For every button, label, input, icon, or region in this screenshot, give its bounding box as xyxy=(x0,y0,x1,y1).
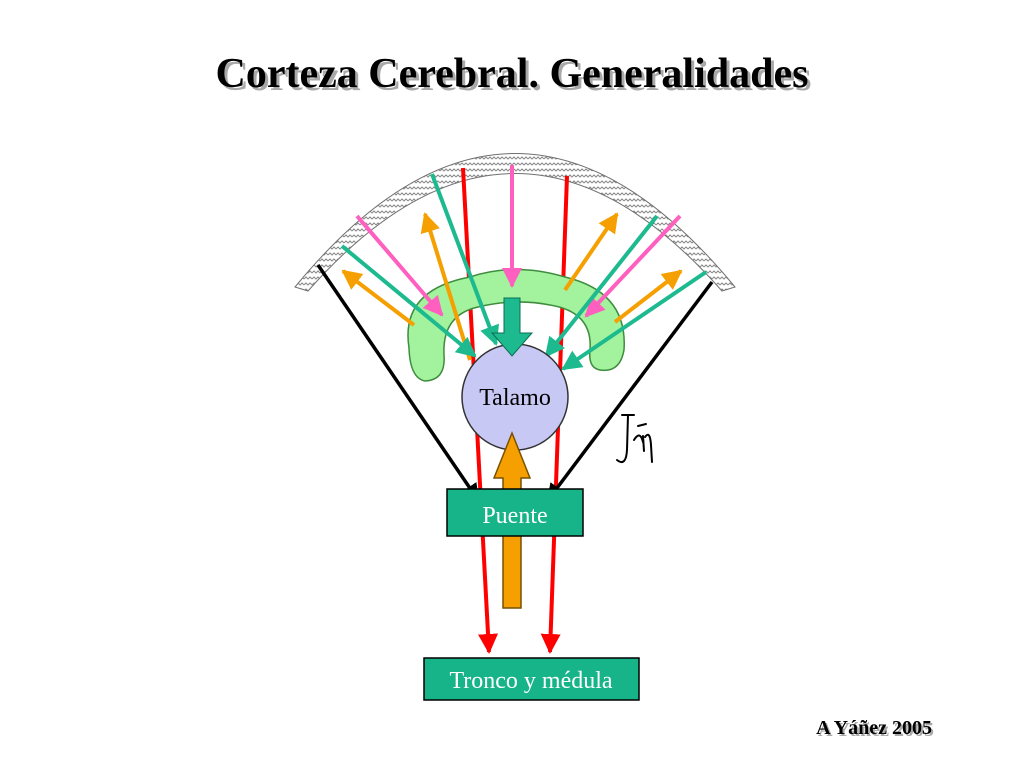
cortex-band xyxy=(294,153,736,292)
author-credit: A Yáñez 2005 xyxy=(816,717,932,739)
puente-label: Puente xyxy=(482,503,547,529)
signature-icon xyxy=(616,414,653,463)
pink-corticothalamic-fibers xyxy=(355,165,682,318)
orange-thalamocortical-fibers xyxy=(341,212,683,361)
talamo-node: Talamo xyxy=(461,343,569,451)
teal-corticothalamic-fibers xyxy=(340,173,708,371)
tronco-label: Tronco y médula xyxy=(449,668,612,694)
teal-block-arrow xyxy=(490,297,534,357)
talamo-label: Talamo xyxy=(479,385,551,411)
slide-title: Corteza Cerebral. Generalidades xyxy=(215,51,809,97)
tronco-node: Tronco y médula xyxy=(423,657,640,701)
puente-node: Puente xyxy=(446,488,584,537)
black-corticopontine-fibers xyxy=(316,264,714,502)
